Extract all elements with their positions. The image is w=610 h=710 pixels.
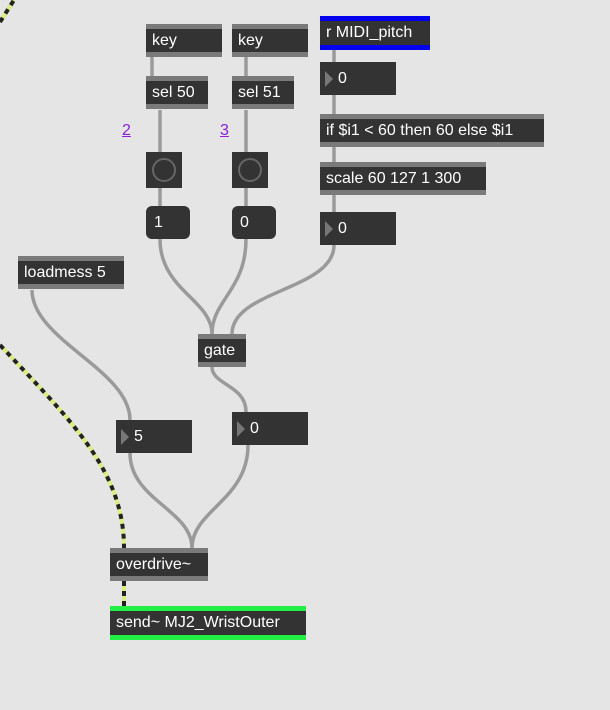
message-1[interactable]: 1 xyxy=(146,206,190,239)
number-triangle-icon xyxy=(237,421,245,437)
bang-circle-icon xyxy=(152,158,176,182)
gate-object[interactable]: gate xyxy=(198,334,246,367)
receive-midi-pitch-object[interactable]: r MIDI_pitch xyxy=(320,16,430,50)
comment-3: 3 xyxy=(220,122,229,139)
cord xyxy=(128,452,194,549)
loadmess-object[interactable]: loadmess 5 xyxy=(18,256,124,289)
loadmess-number-box[interactable]: 5 xyxy=(116,420,192,453)
scaled-number-box[interactable]: 0 xyxy=(320,212,396,245)
message-0[interactable]: 0 xyxy=(232,206,276,239)
sel-51-object[interactable]: sel 51 xyxy=(232,76,294,109)
comment-2: 2 xyxy=(122,122,131,139)
sel-50-object[interactable]: sel 50 xyxy=(146,76,208,109)
pitch-number-box[interactable]: 0 xyxy=(320,62,396,95)
key-object-1[interactable]: key xyxy=(146,24,222,57)
cord xyxy=(158,238,214,335)
cord xyxy=(230,244,336,335)
cord xyxy=(190,444,250,549)
scale-object[interactable]: scale 60 127 1 300 xyxy=(320,162,486,195)
if-expression-object[interactable]: if $i1 < 60 then 60 else $i1 xyxy=(320,114,544,147)
key-object-2[interactable]: key xyxy=(232,24,308,57)
cord xyxy=(30,289,132,421)
cord xyxy=(210,238,248,335)
overdrive-object[interactable]: overdrive~ xyxy=(110,548,208,581)
bang-button-2[interactable] xyxy=(232,152,268,188)
number-triangle-icon xyxy=(121,429,129,445)
cord xyxy=(210,366,248,413)
number-triangle-icon xyxy=(325,71,333,87)
bang-circle-icon xyxy=(238,158,262,182)
bang-button-1[interactable] xyxy=(146,152,182,188)
gate-output-number-box[interactable]: 0 xyxy=(232,412,308,445)
number-triangle-icon xyxy=(325,221,333,237)
send-wrist-outer-object[interactable]: send~ MJ2_WristOuter xyxy=(110,606,306,640)
